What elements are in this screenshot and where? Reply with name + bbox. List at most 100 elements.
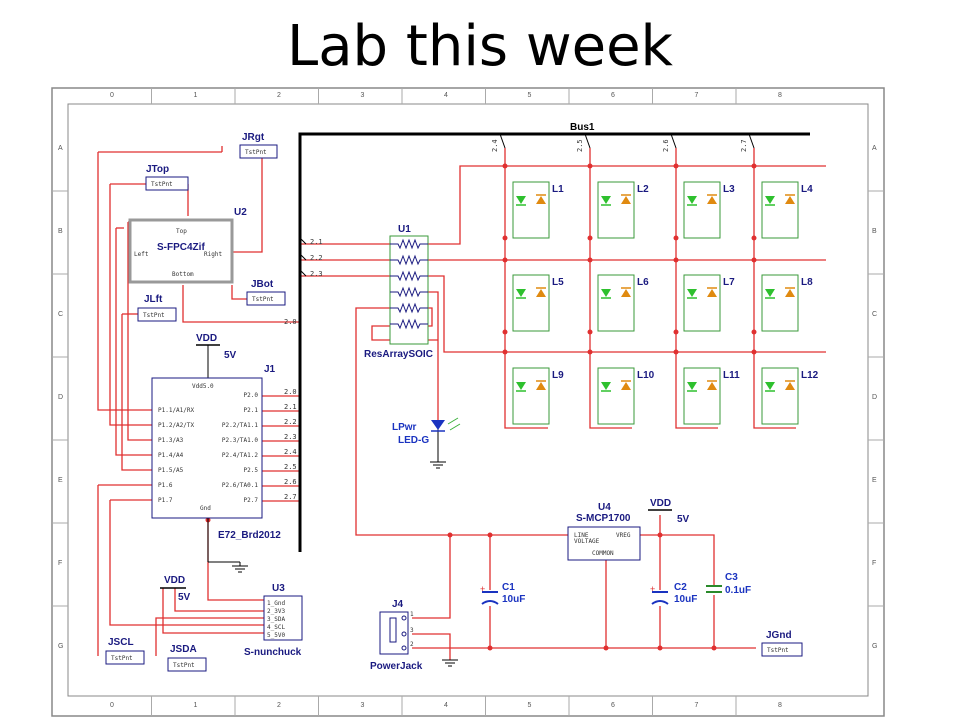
grid-col-label: 5 [528, 92, 532, 99]
svg-text:3: 3 [410, 627, 414, 634]
vdd-label: VDD [196, 333, 217, 344]
led-green-icon [516, 196, 526, 204]
grid-col-label: 1 [194, 702, 198, 709]
net-label: 2.3 [310, 270, 323, 278]
grid-row-label: E [58, 477, 63, 484]
svg-text:LED-G: LED-G [398, 435, 429, 446]
test-point-jsda: TstPnt JSDA [167, 644, 207, 672]
led-green-icon [765, 289, 775, 297]
svg-text:C1: C1 [502, 582, 515, 593]
led-green-icon [765, 382, 775, 390]
grid-row-label: B [58, 228, 63, 235]
led-label: L9 [552, 370, 564, 381]
svg-text:J4: J4 [392, 599, 404, 610]
grid-row-label: G [58, 643, 63, 650]
led-label: L7 [723, 277, 735, 288]
led-green-icon [687, 382, 697, 390]
u1-resistor-array: U1 ResArraySOIC [364, 224, 433, 360]
led-cell: L3 [683, 181, 735, 239]
svg-text:LPwr: LPwr [392, 422, 417, 433]
lpwr-led: LPwr LED-G [392, 417, 461, 469]
test-point-jgnd: TstPnt JGnd [761, 630, 803, 657]
svg-text:VREG: VREG [616, 532, 631, 539]
grid-row-label: B [872, 228, 877, 235]
svg-text:Bottom: Bottom [172, 271, 194, 278]
grid-col-label: 0 [110, 92, 114, 99]
grid-col-label: 0 [110, 702, 114, 709]
j1-right-pin: P2.3/TA1.0 [222, 437, 259, 444]
led-orange-icon [536, 382, 546, 390]
j1-left-pin: P1.5/A5 [158, 467, 184, 474]
svg-text:5V: 5V [178, 592, 191, 603]
svg-text:3_SDA: 3_SDA [267, 616, 285, 623]
led-orange-icon [785, 196, 795, 204]
inner-frame [67, 103, 869, 697]
ground-j4 [442, 659, 458, 667]
svg-text:JLft: JLft [144, 294, 163, 305]
u3-nunchuck: U3 S-nunchuck 1_Gnd 2_3V3 3_SDA 4_SCL 5_… [244, 583, 303, 658]
led-label: L1 [552, 184, 564, 195]
led-label: L10 [637, 370, 655, 381]
net-label: 2.2 [284, 418, 297, 426]
led-cell: L7 [683, 274, 735, 332]
led-cell: L4 [761, 181, 813, 239]
j1-left-pin: P1.7 [158, 497, 173, 504]
bus-entries [299, 133, 755, 277]
svg-text:J1: J1 [264, 364, 276, 375]
led-orange-icon [785, 382, 795, 390]
j1-right-pin: P2.6/TA0.1 [222, 482, 259, 489]
j1-left-pin: P1.6 [158, 482, 173, 489]
j1-left-pin: P1.4/A4 [158, 452, 184, 459]
svg-text:Vdd5.0: Vdd5.0 [192, 383, 214, 390]
grid-col-label: 5 [528, 702, 532, 709]
resistor [390, 286, 428, 298]
j1-right-pin: P2.0 [244, 392, 259, 399]
net-label: 2.0 [284, 388, 297, 396]
svg-text:+: + [480, 584, 485, 594]
led-cell: L2 [597, 181, 649, 239]
svg-text:TstPnt: TstPnt [767, 647, 789, 654]
j1-left-pin: P1.1/A1/RX [158, 407, 195, 414]
test-point-jbot: TstPnt JBot [246, 279, 286, 306]
svg-text:10uF: 10uF [674, 594, 697, 605]
led-orange-icon [621, 289, 631, 297]
grid-col-label: 8 [778, 92, 782, 99]
svg-text:Gnd: Gnd [200, 505, 211, 512]
svg-text:TstPnt: TstPnt [151, 181, 173, 188]
svg-text:C3: C3 [725, 572, 738, 583]
led-cell: L8 [761, 274, 813, 332]
svg-text:VDD: VDD [650, 498, 671, 509]
led-cell: L5 [512, 274, 564, 332]
grid-col-label: 6 [611, 92, 615, 99]
svg-text:E72_Brd2012: E72_Brd2012 [218, 530, 281, 541]
j1-left-pin: P1.2/A2/TX [158, 422, 195, 429]
svg-text:TstPnt: TstPnt [111, 655, 133, 662]
slide-title: Lab this week [287, 14, 673, 79]
grid-row-label: C [58, 311, 63, 318]
vdd-volt: 5V [224, 350, 237, 361]
svg-text:S-FPC4Zif: S-FPC4Zif [157, 242, 205, 253]
grid-row-label: A [58, 145, 63, 152]
grid-col-label: 7 [695, 92, 699, 99]
cap-c2: + C2 10uF [650, 582, 697, 605]
cap-c1: + C1 10uF [480, 582, 525, 605]
led-green-icon [601, 196, 611, 204]
svg-text:U3: U3 [272, 583, 285, 594]
outer-frame [51, 87, 885, 717]
led-green-icon [687, 196, 697, 204]
net-label: 2.6 [284, 478, 297, 486]
svg-text:JSCL: JSCL [108, 637, 134, 648]
led-label: L11 [723, 370, 740, 381]
j1-left-pin: P1.3/A3 [158, 437, 184, 444]
test-point-jrgt: TstPnt JRgt [239, 132, 278, 159]
bus1 [298, 132, 810, 552]
led-cell: L9 [512, 367, 564, 425]
svg-text:TstPnt: TstPnt [245, 149, 267, 156]
svg-text:C2: C2 [674, 582, 687, 593]
grid-col-label: 8 [778, 702, 782, 709]
j1-right-pin: P2.1 [244, 407, 259, 414]
grid-row-label: D [872, 394, 877, 401]
svg-text:TstPnt: TstPnt [143, 312, 165, 319]
net-label: 2.2 [310, 254, 323, 262]
